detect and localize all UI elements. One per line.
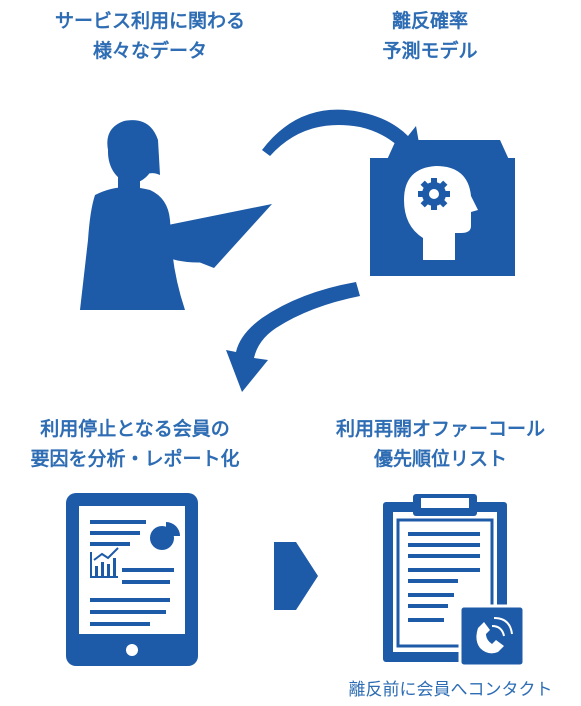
person-reading-document-icon [80,120,272,310]
step-usage-data-label-line2: 様々なデータ [92,40,207,62]
gear-icon [418,178,450,210]
ai-brain-box-icon [370,140,515,276]
step-churn-model-label: 離反確率 予測モデル [330,6,530,66]
step-churn-model-label-line2: 予測モデル [382,40,478,62]
step-priority-list-label-line1: 利用再開オファーコール [335,418,545,440]
step-usage-data-label: サービス利用に関わる 様々なデータ [20,6,280,66]
step-usage-data-label-line1: サービス利用に関わる [54,10,245,32]
step-churn-model-label-line1: 離反確率 [391,10,468,32]
contact-before-churn-note: 離反前に会員へコンタクト [348,680,553,700]
phone-icon [476,617,513,654]
arrow-to-analysis-icon [226,282,360,392]
tablet-report-icon [66,493,198,666]
step-analysis-label-line2: 要因を分析・レポート化 [30,448,240,470]
step-priority-list-label-line2: 優先順位リスト [373,448,507,470]
arrow-to-model-icon [262,109,422,160]
pie-chart-icon [150,522,180,550]
step-priority-list-label: 利用再開オファーコール 優先順位リスト [300,414,581,474]
arrow-right-icon [274,542,318,610]
line-chart-icon [90,547,119,578]
clipboard-phone-icon [383,494,526,668]
step-analysis-label: 利用停止となる会員の 要因を分析・レポート化 [0,414,270,474]
step-analysis-label-line1: 利用停止となる会員の [40,418,230,440]
